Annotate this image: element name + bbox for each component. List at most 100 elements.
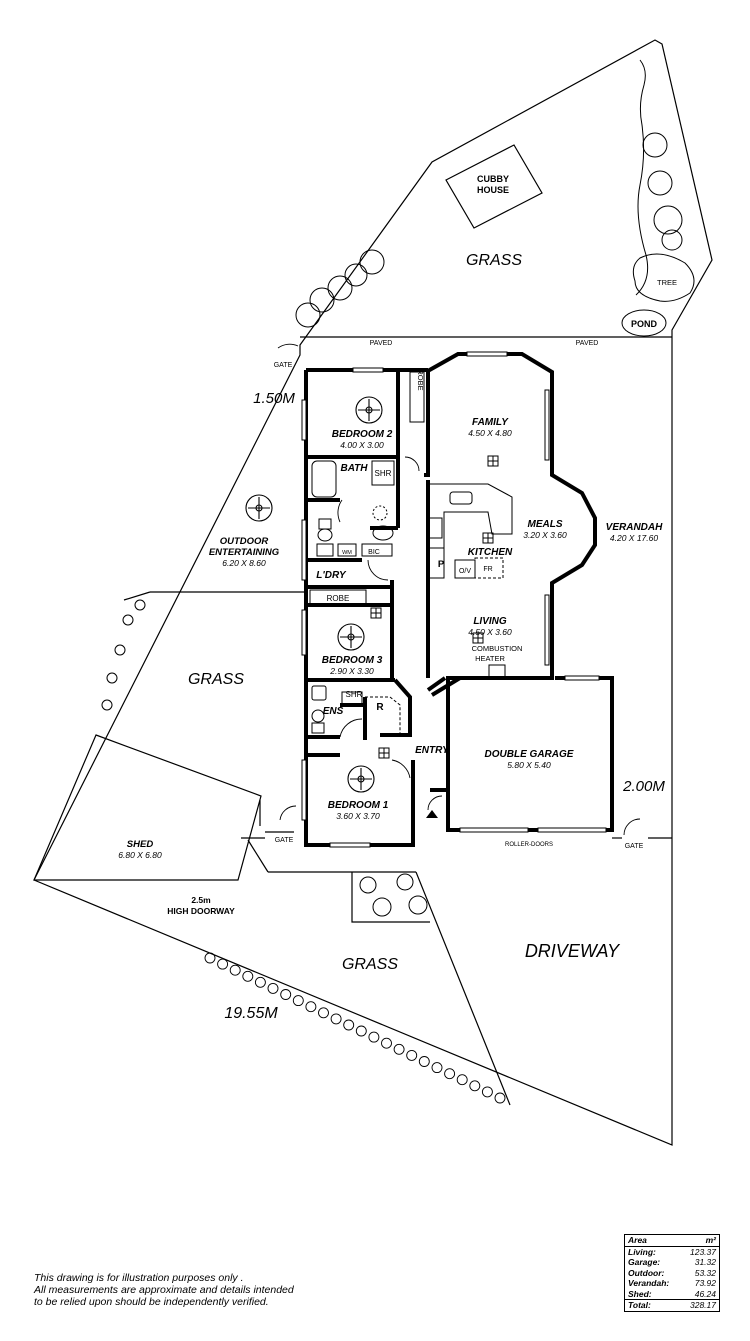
bedroom3-label: BEDROOM 3 [322,655,383,666]
shrub-mark [494,1092,506,1104]
wet-area-fixtures [311,460,401,735]
shrub-mark [431,1062,443,1074]
roller-doors-label: ROLLER-DOORS [505,842,553,848]
bedroom2-label: BEDROOM 2 [332,429,393,440]
boundary-shrubs-row [204,952,506,1104]
light-fittings [370,455,499,759]
area-table-header: Area m² [625,1235,719,1247]
bedroom2-size: 4.00 X 3.00 [340,440,384,450]
robe-top-label: ROBE [416,369,425,390]
disclaimer: This drawing is for illustration purpose… [34,1272,334,1308]
living-label: LIVING [473,616,507,627]
heater-label: HEATER [475,654,505,663]
family-label: FAMILY [472,417,509,428]
bedroom1-label: BEDROOM 1 [328,800,389,811]
disclaimer-line-3: to be relied upon should be independentl… [34,1296,269,1308]
garden-shrubs [101,59,695,917]
shr-bath-label: SHR [375,469,392,478]
grass-bottom-label: GRASS [342,956,398,973]
robe-top: ROBE [409,369,425,423]
ceiling-fans [245,396,383,793]
area-row-label: Garage: [628,1257,661,1267]
oven-label: O/V [459,568,471,575]
shrub-mark [456,1074,468,1086]
ens-label: ENS [323,706,344,717]
pond-label: POND [631,319,658,329]
wm-label: WM [342,550,352,556]
verandah-size: 4.20 X 17.60 [610,533,658,543]
robe-mid-label: ROBE [327,594,350,603]
dim-right-label: 2.00M [622,778,665,795]
window-marks [301,351,607,848]
meals-label: MEALS [528,519,563,530]
family-size: 4.50 X 4.80 [468,428,512,438]
cubby-house: CUBBY HOUSE [445,144,543,229]
entertaining-label: ENTERTAINING [209,547,280,558]
shrub-mark [242,970,254,982]
combustion-heater-box [488,664,506,678]
shr-ens-label: SHR [346,690,363,699]
area-table: Area m² Living: 123.37 Garage: 31.32 Outdo… [624,1234,720,1312]
area-row-value: 46.24 [694,1288,716,1299]
site-boundary [33,39,713,1146]
shrub-mark [305,1001,317,1013]
area-row-value: 53.32 [694,1267,716,1278]
shrub-mark [469,1080,481,1092]
shrub-mark [355,1025,367,1037]
shrub-mark [330,1013,342,1025]
area-row-label: Outdoor: [628,1267,665,1278]
area-row: Garage: 31.32 [625,1257,719,1268]
area-row: Shed: 46.24 [625,1289,719,1300]
shrub-mark [254,976,266,988]
area-row-value: 31.32 [694,1257,716,1267]
shrub-mark [418,1056,430,1067]
shrub-mark [267,982,279,994]
cubby-label-2: HOUSE [477,185,509,195]
area-row-value: 123.37 [690,1246,716,1257]
shrub-mark [217,958,229,970]
garage-size: 5.80 X 5.40 [507,760,551,770]
shrub-mark [343,1019,355,1031]
area-row-label: Shed: [628,1288,652,1299]
area-header-label: Area [628,1235,647,1245]
robe-mid-box [309,589,367,605]
robe-r-label: R [376,702,384,713]
grass-top-label: GRASS [466,252,522,269]
area-total-row: Total: 328.17 [625,1299,719,1311]
area-row: Outdoor: 53.32 [625,1268,719,1279]
shrub-mark [444,1068,456,1080]
shrub-mark [318,1007,329,1019]
shed-size: 6.80 X 6.80 [118,850,162,860]
outdoor-size: 6.20 X 8.60 [222,558,266,568]
area-unit-label: m² [705,1235,716,1245]
kitchen-fixtures [427,483,513,579]
dim-bottom-label: 19.55M [224,1005,278,1022]
dim-top-left-label: 1.50M [253,390,295,407]
fridge-label: FR [483,566,492,573]
area-row-label: Living: [628,1246,656,1257]
bic-label: BIC [368,549,380,556]
entry-label: ENTRY [415,745,450,756]
entry-arrow [426,810,438,818]
house-walls [304,352,614,847]
shrub-mark [393,1043,405,1055]
disclaimer-line-2: All measurements are approximate and det… [34,1284,294,1296]
double-garage-label: DOUBLE GARAGE [485,749,574,760]
shrub-mark [406,1049,418,1061]
meals-size: 3.20 X 3.60 [523,530,567,540]
tree-label: TREE [657,278,677,287]
area-total-label: Total: [628,1300,651,1310]
shrub-mark [204,952,216,964]
area-total-value: 328.17 [690,1300,716,1310]
room-labels: GRASS TREE POND PAVED PAVED GATE 1.50M B… [118,252,677,1022]
shrub-mark [481,1086,493,1098]
kitchen-label: KITCHEN [468,547,513,558]
cubby-label-1: CUBBY [477,174,509,184]
verandah-label: VERANDAH [606,522,663,533]
living-size: 4.50 X 3.60 [468,627,512,637]
bedroom3-size: 2.90 X 3.30 [329,666,374,676]
shrub-mark [292,995,304,1007]
shrub-mark [381,1037,392,1049]
shrub-mark [229,964,241,976]
